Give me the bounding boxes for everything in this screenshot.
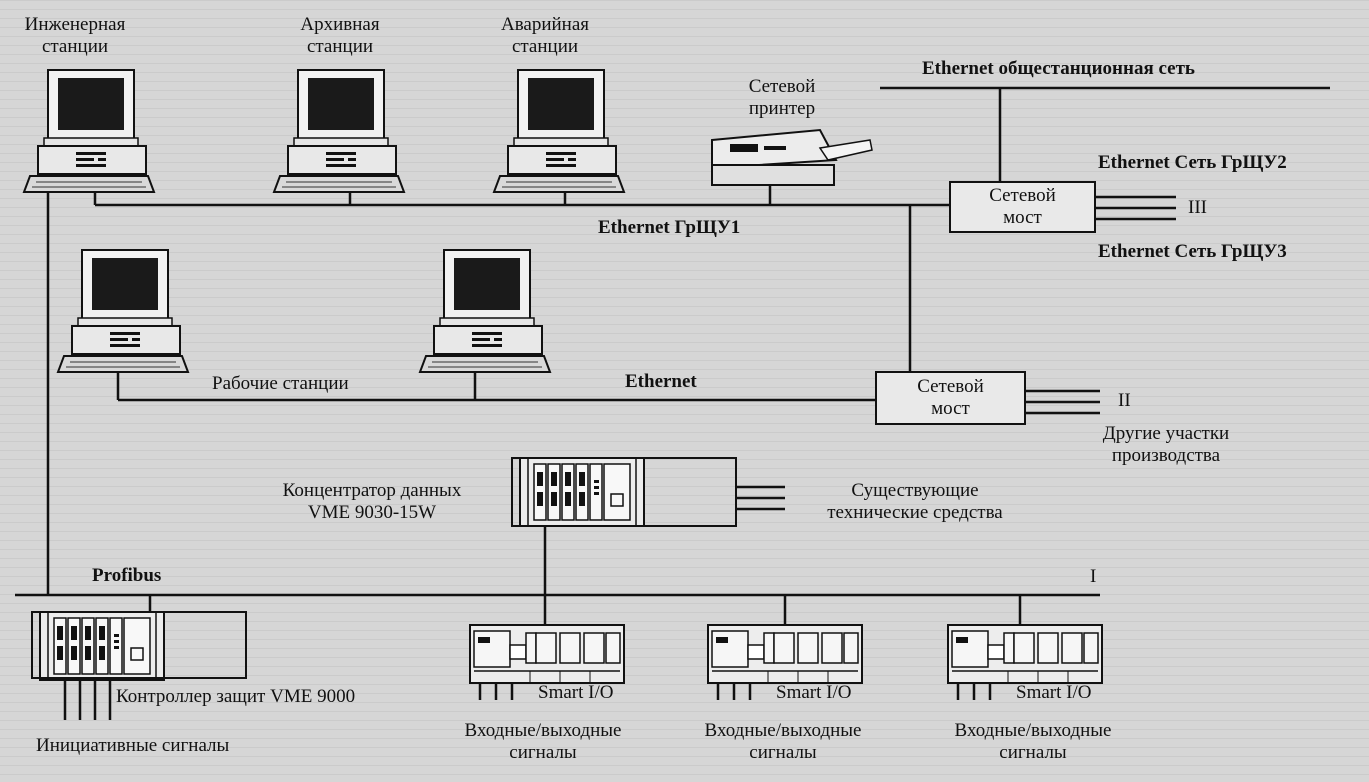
engineering-computer-icon [23, 69, 155, 193]
concentrator-label: Концентратор данных VME 9030-15W [282, 480, 462, 523]
initiating-signals-label: Инициативные сигналы [36, 735, 230, 756]
workstation-2-computer-icon [419, 249, 551, 373]
existing-equipment-label: Существующие технические средства [827, 480, 1003, 523]
emergency-station-label: Аварийная станции [500, 14, 590, 57]
smart-io-1-label: Smart I/O [538, 682, 614, 703]
network-lines [15, 86, 1330, 720]
emergency-computer-icon [493, 69, 625, 193]
engineering-station-label: Инженерная станции [24, 14, 126, 57]
roman-III-label: III [1188, 197, 1207, 218]
bridge-top-box [949, 181, 1096, 233]
protection-controller-label: Контроллер защит VME 9000 [116, 686, 356, 707]
ethernet-label: Ethernet [625, 371, 697, 392]
network-printer-icon [711, 128, 873, 186]
io-signals-2-label: Входные/выходные сигналы [704, 720, 862, 763]
bridge-mid-box [875, 371, 1026, 425]
ethernet-grshchu1-label: Ethernet ГрЩУ1 [598, 217, 741, 238]
archive-station-label: Архивная станции [300, 14, 380, 57]
ethernet-grshchu2-label: Ethernet Сеть ГрЩУ2 [1098, 152, 1287, 173]
smart-io-2-label: Smart I/O [776, 682, 852, 703]
workstation-1-computer-icon [57, 249, 189, 373]
profibus-label: Profibus [92, 565, 162, 586]
network-printer-label: Сетевой принтер [748, 76, 816, 119]
smart-io-3-label: Smart I/O [1016, 682, 1092, 703]
ethernet-plant-label: Ethernet общестанционная сеть [922, 58, 1195, 79]
archive-computer-icon [273, 69, 405, 193]
smart-io-2-icon [707, 624, 863, 684]
io-signals-3-label: Входные/выходные сигналы [954, 720, 1112, 763]
protection-controller-rack-icon [39, 611, 165, 681]
roman-II-label: II [1118, 390, 1131, 411]
bridge-mid-label: Сетевой мост [917, 376, 984, 419]
ethernet-grshchu3-label: Ethernet Сеть ГрЩУ3 [1098, 241, 1287, 262]
smart-io-1-icon [469, 624, 625, 684]
bridge-top-label: Сетевой мост [989, 185, 1056, 228]
io-signals-1-label: Входные/выходные сигналы [464, 720, 622, 763]
smart-io-3-icon [947, 624, 1103, 684]
concentrator-rack-icon [519, 457, 645, 527]
workstations-label: Рабочие станции [212, 373, 349, 394]
other-areas-label: Другие участки производства [1102, 423, 1230, 466]
roman-I-label: I [1090, 566, 1097, 587]
